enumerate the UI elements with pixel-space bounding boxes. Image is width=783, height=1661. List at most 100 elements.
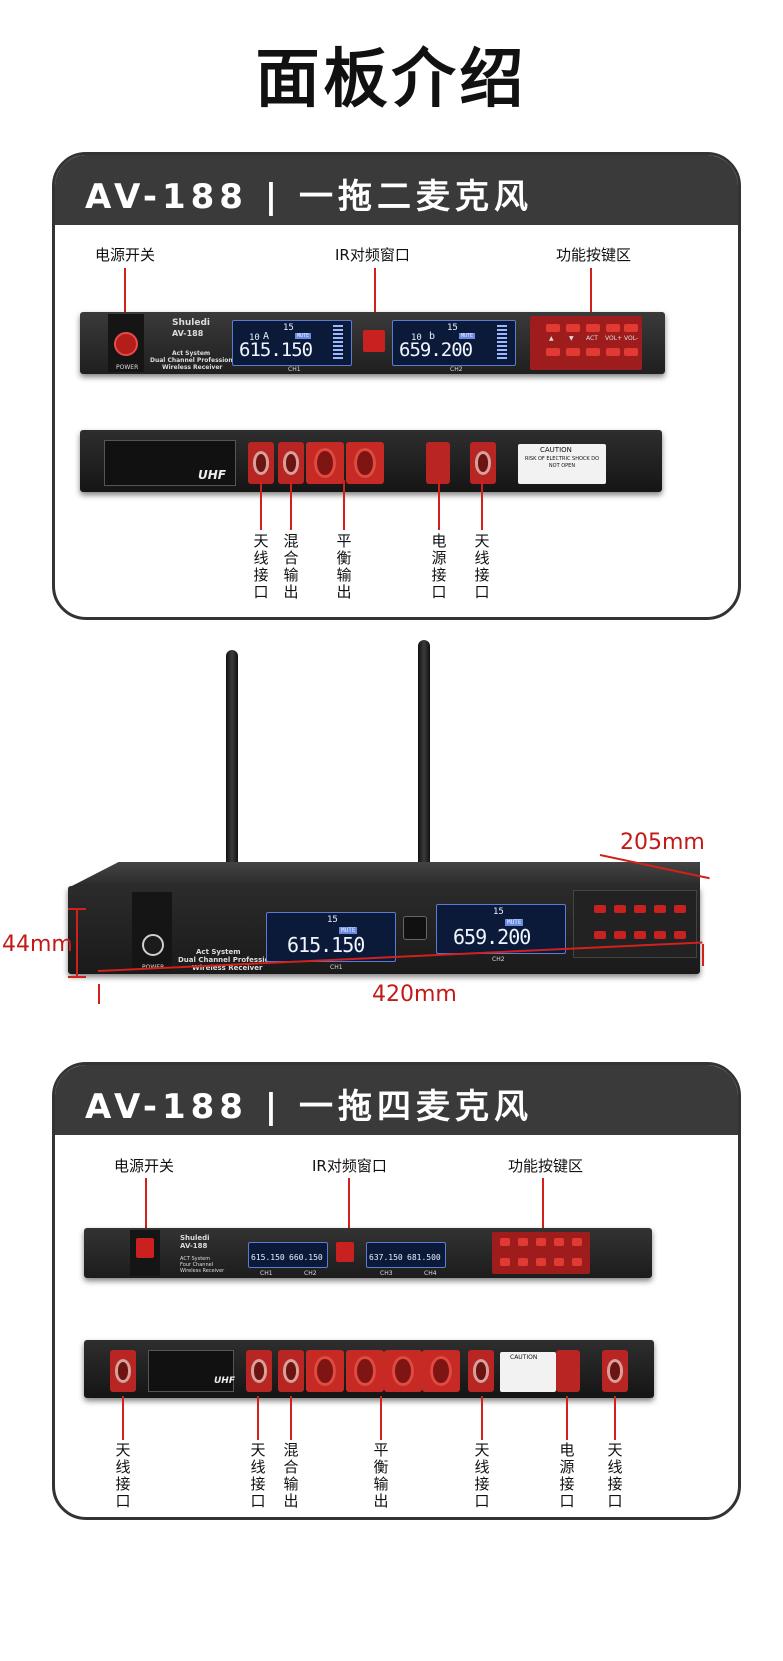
- receiver4-desc-3: Wireless Receiver: [180, 1268, 225, 1274]
- lcd2-meter: [497, 325, 507, 359]
- hero-key-10[interactable]: [674, 931, 686, 939]
- mix-output-jack[interactable]: [278, 442, 304, 484]
- hero-key-5[interactable]: [674, 905, 686, 913]
- antenna-connector-a[interactable]: [248, 442, 274, 484]
- receiver4-function-keys: [492, 1232, 590, 1274]
- receiver4-desc-1: ACT System: [180, 1256, 211, 1262]
- receiver4-xlr-1[interactable]: [306, 1350, 344, 1392]
- brand-text: Shuledi: [172, 318, 211, 328]
- lcd-display-ch2: 10 b 15 MUTE 659.200: [392, 320, 516, 366]
- pointer4-antenna-1: [122, 1396, 124, 1440]
- antenna-left: [226, 650, 238, 880]
- dim-depth-label: 205mm: [620, 830, 705, 855]
- receiver4-ch4-label: CH4: [424, 1270, 437, 1277]
- receiver4-power-in[interactable]: [556, 1350, 580, 1392]
- lcd2-mute: MUTE: [459, 333, 476, 339]
- receiver4-lcd-left: 615.150 660.150: [248, 1242, 328, 1268]
- pointer-ir: [374, 268, 376, 338]
- label-power-switch: 电源开关: [95, 246, 156, 264]
- label4-ir-window: IR对频窗口: [312, 1157, 387, 1175]
- receiver4-antenna-4[interactable]: [602, 1350, 628, 1392]
- hero-lcd1-frequency: 615.150: [287, 933, 365, 957]
- card-header: AV-188 | 一拖二麦克风: [55, 155, 738, 225]
- hero-desc-2: Dual Channel Professional: [178, 956, 282, 964]
- dim-height-line: [76, 908, 78, 978]
- receiver4-antenna-1[interactable]: [110, 1350, 136, 1392]
- spec-label-plate: [104, 440, 236, 486]
- lcd1-frequency: 615.150: [239, 339, 313, 361]
- pointer4-antenna-3: [481, 1396, 483, 1440]
- hero-key-2[interactable]: [614, 905, 626, 913]
- hero-lcd2-num: 15: [493, 907, 504, 917]
- product-card-four-mic: AV-188 | 一拖四麦克风: [52, 1062, 741, 1520]
- rear-label-balanced-out: 平衡输出: [336, 532, 352, 601]
- antenna-right: [418, 640, 430, 866]
- ch2-down-button[interactable]: [566, 348, 580, 356]
- antenna-connector-b[interactable]: [470, 442, 496, 484]
- balanced-output-xlr-2[interactable]: [346, 442, 384, 484]
- receiver4-rear-panel: UHF CAUTION: [84, 1340, 654, 1398]
- receiver4-key-4[interactable]: [554, 1238, 564, 1246]
- receiver4-freq-4: 681.500: [407, 1253, 441, 1262]
- dim-height-label: 44mm: [2, 932, 73, 957]
- receiver4-mix-out[interactable]: [278, 1350, 304, 1392]
- receiver4-ch2-label: CH2: [304, 1270, 317, 1277]
- ch1-act-button[interactable]: [586, 324, 600, 332]
- receiver4-key-1[interactable]: [500, 1238, 510, 1246]
- page-title: 面板介绍: [255, 43, 528, 117]
- receiver4-xlr-3[interactable]: [384, 1350, 422, 1392]
- caution-plate: CAUTION RISK OF ELECTRIC SHOCK DO NOT OP…: [518, 444, 606, 484]
- receiver4-key-7[interactable]: [518, 1258, 528, 1266]
- receiver4-caution-title: CAUTION: [510, 1354, 538, 1361]
- key-label-act: ACT: [586, 335, 598, 342]
- receiver4-antenna-2[interactable]: [246, 1350, 272, 1392]
- lcd1-channel: A: [263, 331, 270, 342]
- receiver-rear-panel: UHF CAUTION RISK OF ELECTRIC SHOCK DO NO…: [80, 430, 662, 492]
- ch1-voldown-button[interactable]: [624, 324, 638, 332]
- receiver4-key-8[interactable]: [536, 1258, 546, 1266]
- ch1-up-button[interactable]: [546, 324, 560, 332]
- hero-key-3[interactable]: [634, 905, 646, 913]
- card-header-four: AV-188 | 一拖四麦克风: [55, 1065, 738, 1135]
- receiver4-key-2[interactable]: [518, 1238, 528, 1246]
- receiver4-key-3[interactable]: [536, 1238, 546, 1246]
- ch2-act-button[interactable]: [586, 348, 600, 356]
- receiver4-antenna-3[interactable]: [468, 1350, 494, 1392]
- lcd1-mute: MUTE: [295, 333, 312, 339]
- desc-line-1: Act System: [172, 350, 211, 357]
- ch2-voldown-button[interactable]: [624, 348, 638, 356]
- hero-key-7[interactable]: [614, 931, 626, 939]
- label-function-keys: 功能按键区: [556, 246, 632, 264]
- receiver4-key-10[interactable]: [572, 1258, 582, 1266]
- receiver4-key-5[interactable]: [572, 1238, 582, 1246]
- pointer-balanced-out: [343, 480, 345, 530]
- receiver4-key-9[interactable]: [554, 1258, 564, 1266]
- card-heading: AV-188 | 一拖二麦克风: [85, 177, 534, 217]
- ch1-down-button[interactable]: [566, 324, 580, 332]
- pointer4-power: [145, 1178, 147, 1242]
- receiver4-xlr-2[interactable]: [346, 1350, 384, 1392]
- receiver4-power-button[interactable]: [136, 1238, 154, 1258]
- receiver4-uhf: UHF: [214, 1376, 235, 1386]
- ch2-volup-button[interactable]: [606, 348, 620, 356]
- function-key-panel: ▲ ▼ ACT VOL+ VOL-: [530, 316, 642, 370]
- receiver4-ch3-label: CH3: [380, 1270, 393, 1277]
- receiver4-freq-2: 660.150: [289, 1253, 323, 1262]
- hero-key-8[interactable]: [634, 931, 646, 939]
- hero-key-4[interactable]: [654, 905, 666, 913]
- pointer-func: [590, 268, 592, 328]
- hero-power-button[interactable]: [142, 934, 164, 956]
- balanced-output-xlr-1[interactable]: [306, 442, 344, 484]
- power-input-jack[interactable]: [426, 442, 450, 484]
- hero-key-9[interactable]: [654, 931, 666, 939]
- ch1-volup-button[interactable]: [606, 324, 620, 332]
- hero-key-1[interactable]: [594, 905, 606, 913]
- power-button[interactable]: [114, 332, 138, 356]
- power-text: POWER: [116, 364, 139, 371]
- ch2-up-button[interactable]: [546, 348, 560, 356]
- receiver4-xlr-4[interactable]: [422, 1350, 460, 1392]
- receiver4-key-6[interactable]: [500, 1258, 510, 1266]
- hero-lcd-ch1: 615.150 15 MUTE: [266, 912, 396, 962]
- ir-window: [363, 330, 385, 352]
- hero-key-6[interactable]: [594, 931, 606, 939]
